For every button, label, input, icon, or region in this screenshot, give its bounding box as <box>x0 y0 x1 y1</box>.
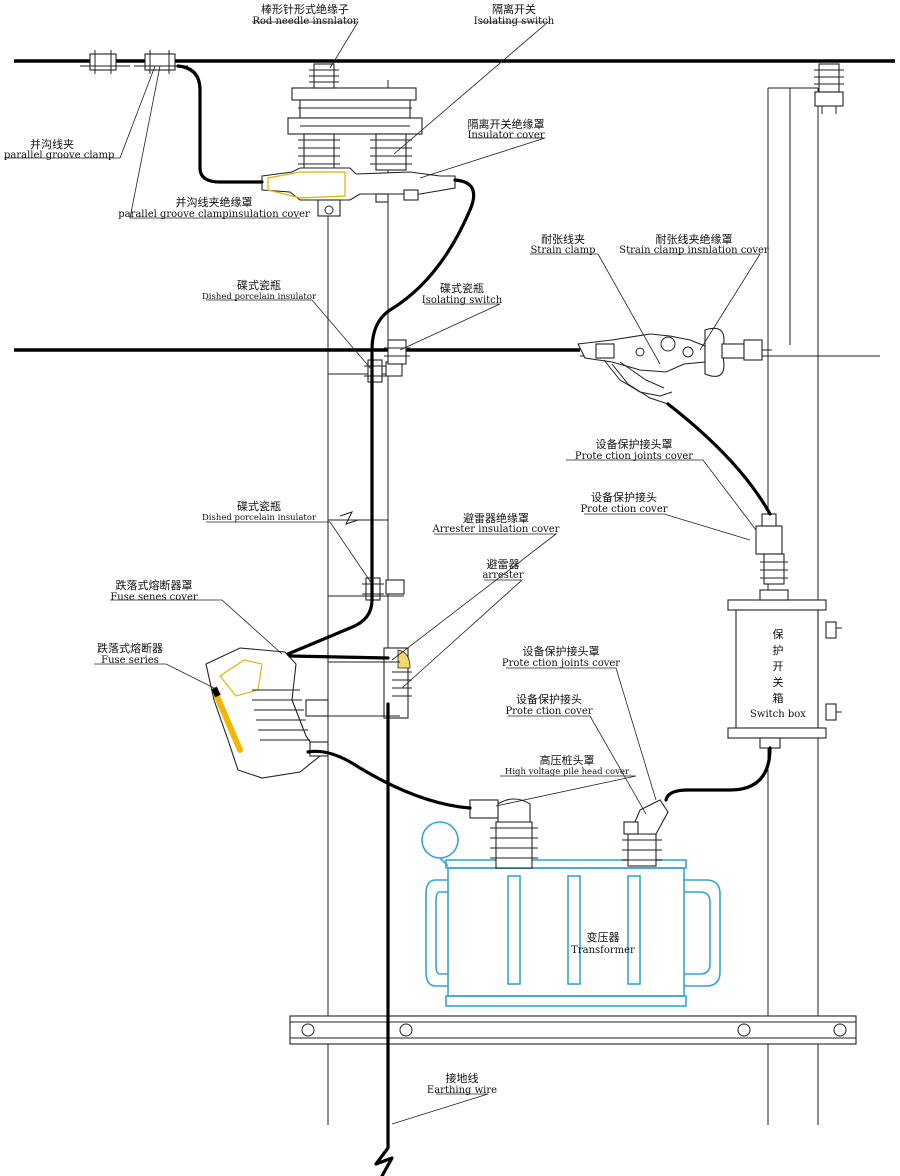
label-transformer: 变压器 Transformer <box>571 930 635 956</box>
label-rod-needle-insulator: 棒形针形式绝缘子 Rod needle insnlator <box>252 2 358 27</box>
label-en: Earthing wire <box>427 1085 497 1096</box>
label-zh: 碟式瓷瓶 <box>237 499 281 513</box>
label-en: Isolating switch <box>474 16 555 27</box>
label-protection-cover-1: 设备保护接头 Prote ction cover <box>580 490 667 515</box>
label-dished-insulator-2: 碟式瓷瓶 Dished porcelain insulator <box>202 499 317 523</box>
label-zh: 并沟线夹 <box>30 137 74 151</box>
label-zh: 跌落式熔断器 <box>97 641 163 655</box>
label-zh: 设备保护接头 <box>591 490 657 504</box>
label-zh: 变压器 <box>587 930 620 944</box>
label-protection-joints-cover-2: 设备保护接头罩 Prote ction joints cover <box>502 644 620 669</box>
strain-clamp-assembly <box>577 327 772 405</box>
label-zh: 设备保护接头罩 <box>523 644 600 658</box>
label-zh: 碟式瓷瓶 <box>440 281 484 295</box>
label-zh-char: 箱 <box>773 691 784 705</box>
label-en: High voltage pile head cover <box>505 767 630 777</box>
label-en: Prote ction joints cover <box>575 451 693 462</box>
label-zh: 避雷器 <box>487 557 520 571</box>
hv-bushing-left <box>469 798 538 869</box>
label-en: parallel groove clamp <box>4 150 114 161</box>
top-crossarm-assembly <box>287 87 423 135</box>
label-earthing-wire: 接地线 Earthing wire <box>427 1071 497 1096</box>
label-zh: 棒形针形式绝缘子 <box>261 2 349 16</box>
label-en: Prote ction joints cover <box>502 658 620 669</box>
label-en: Transformer <box>571 945 635 956</box>
label-zh: 设备保护接头罩 <box>596 437 673 451</box>
label-zh: 高压桩头罩 <box>540 753 595 767</box>
label-dished-insulator-1: 碟式瓷瓶 Dished porcelain insulator <box>202 278 317 302</box>
label-en: arrester <box>482 570 524 581</box>
label-parallel-groove-clamp: 并沟线夹 parallel groove clamp <box>4 137 114 161</box>
label-zh: 并沟线夹绝缘罩 <box>176 195 253 209</box>
label-en: Rod needle insnlator <box>252 16 358 27</box>
rod-needle-insulator-top <box>309 63 339 89</box>
label-arrester: 避雷器 arrester <box>482 557 524 581</box>
parallel-groove-clamp-left <box>80 50 130 74</box>
leader-lines <box>4 21 761 1125</box>
label-en: Dished porcelain insulator <box>202 513 317 523</box>
label-zh: 避雷器绝缘罩 <box>463 511 529 525</box>
label-zh: 跌落式熔断器罩 <box>116 578 193 592</box>
hv-bushing-right <box>622 799 669 867</box>
label-zh-char: 保 <box>773 627 784 641</box>
label-zh: 设备保护接头 <box>516 692 582 706</box>
label-en: Prote ction cover <box>505 706 592 717</box>
label-fuse-series: 跌落式熔断器 Fuse series <box>97 641 163 666</box>
transformer <box>421 821 721 1007</box>
label-en: Dished porcelain insulator <box>202 292 317 302</box>
protection-joint-upper <box>755 513 788 585</box>
label-zh-char: 护 <box>773 643 784 657</box>
transformer-platform <box>289 1015 857 1045</box>
label-protection-joints-cover-1: 设备保护接头罩 Prote ction joints cover <box>575 437 693 462</box>
label-en: Isolating switch <box>422 295 503 306</box>
label-parallel-groove-clamp-cover: 并沟线夹绝缘罩 parallel groove clampinsulation … <box>118 195 310 220</box>
label-zh-char: 开 <box>773 660 784 673</box>
label-insulator-cover: 隔离开关绝缘罩 Insulator cover <box>467 117 544 141</box>
label-zh: 耐张线夹 <box>541 232 585 246</box>
label-isolating-switch-mid: 碟式瓷瓶 Isolating switch <box>422 281 503 306</box>
label-en: Fuse senes cover <box>110 592 198 603</box>
label-en: Switch box <box>750 709 806 720</box>
fuse-series-assembly <box>205 647 329 779</box>
isolating-switch-insulators <box>298 133 412 171</box>
label-isolating-switch-top: 隔离开关 Isolating switch <box>474 2 555 27</box>
strain-clamp-stay-wire <box>768 87 791 345</box>
label-fuse-senes-cover: 跌落式熔断器罩 Fuse senes cover <box>110 578 198 603</box>
label-zh: 隔离开关绝缘罩 <box>468 117 545 131</box>
label-en: Insulator cover <box>467 130 544 141</box>
label-en: parallel groove clampinsulation cover <box>118 209 310 220</box>
label-hv-pile-head-cover: 高压桩头罩 High voltage pile head cover <box>505 753 630 777</box>
insulated-cables <box>176 64 772 1176</box>
label-zh: 隔离开关 <box>492 2 536 16</box>
dished-porcelain-insulator-2 <box>328 577 405 601</box>
label-en: Fuse series <box>101 655 159 666</box>
label-strain-clamp-cover: 耐张线夹绝缘罩 Strain clamp insnlation cover <box>619 232 769 256</box>
left-pole <box>327 80 389 1125</box>
label-switch-box: 保 护 开 关 箱 Switch box <box>750 627 806 720</box>
label-en: Prote ction cover <box>580 504 667 515</box>
label-zh: 接地线 <box>446 1071 479 1085</box>
label-en: Arrester insulation cover <box>432 524 560 535</box>
label-zh-char: 关 <box>773 675 784 689</box>
isolating-switch-mid <box>384 339 410 365</box>
isolating-switch-body <box>261 167 456 217</box>
label-protection-cover-2: 设备保护接头 Prote ction cover <box>505 692 592 717</box>
label-en: Strain clamp <box>530 245 595 256</box>
label-arrester-insulation-cover: 避雷器绝缘罩 Arrester insulation cover <box>432 511 560 535</box>
right-pole-top-insulator <box>814 63 844 114</box>
parallel-groove-clamp-right <box>134 50 188 74</box>
label-en: Strain clamp insnlation cover <box>619 245 769 256</box>
switch-box <box>727 589 842 749</box>
label-zh: 碟式瓷瓶 <box>237 278 281 292</box>
label-strain-clamp: 耐张线夹 Strain clamp <box>530 232 595 256</box>
label-zh: 耐张线夹绝缘罩 <box>656 232 733 246</box>
